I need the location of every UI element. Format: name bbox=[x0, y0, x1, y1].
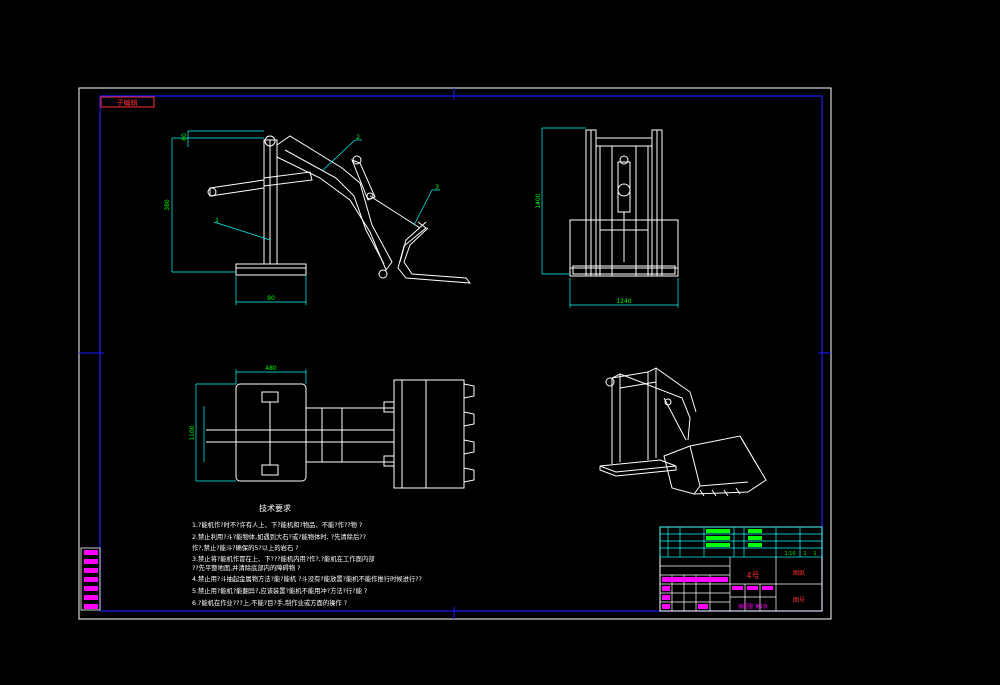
notes-title: 技术要求 bbox=[259, 503, 291, 513]
scale-value: 1:10 bbox=[784, 551, 795, 557]
plan-view bbox=[195, 369, 475, 489]
dim-side-width: 1240 bbox=[616, 298, 631, 305]
stamp-label: 子编辑 bbox=[117, 98, 138, 107]
note-line-4: 3.禁止将?能机作冒在上、下???能机内用?作?,?能机在工作面内部 bbox=[192, 554, 375, 563]
note-line-8: 6.?能机在作业???上,不能?目?手,制作业或方面的操作 ? bbox=[192, 598, 347, 607]
part-number-1: 1 bbox=[215, 217, 219, 224]
dim-front-base: 90 bbox=[267, 295, 275, 302]
count-value: 1 bbox=[813, 551, 816, 557]
dim-side-height: 1400 bbox=[535, 193, 542, 208]
side-view bbox=[541, 127, 679, 308]
dim-front-height: 380 bbox=[164, 199, 171, 211]
title-block: 1:10 1 1 bbox=[659, 526, 823, 612]
binding-strip bbox=[80, 547, 101, 611]
notes-block: 1.?能机作?时不?许有人上、下?能机和?物品、不能?作??物 ? 2.禁止利用… bbox=[192, 520, 422, 607]
dim-plan-left: 1100 bbox=[189, 425, 196, 440]
dim-front-top: 80 bbox=[181, 133, 188, 141]
sheet-value: 1 bbox=[803, 551, 806, 557]
note-line-6: 4.禁止用?斗抽起金属物方法?能?能机 ?斗没有?能放置?能机不能作推行时候进行… bbox=[192, 574, 422, 583]
drawing-name: 4号 bbox=[746, 571, 759, 580]
note-line-7: 5.禁止用?能机?能翻异?,应该装置?能机不能用冲?方法?行?能 ? bbox=[192, 586, 367, 595]
note-line-3: 作?,禁止?能斗?确保的5?以上的岩石 ? bbox=[192, 543, 299, 552]
part-number-3: 3 bbox=[435, 184, 439, 191]
note-line-5: ??先平整地面,并清除底部内的障碍物 ? bbox=[192, 563, 300, 572]
note-line-2: 2.禁止利用?斗?能物体,如遇到大石?或?能物体时, ?先清除后?? bbox=[192, 532, 366, 541]
stamp-box bbox=[100, 96, 155, 108]
part-number-2: 2 bbox=[356, 134, 360, 141]
dim-plan-top: 480 bbox=[265, 365, 277, 372]
note-line-1: 1.?能机作?时不?许有人上、下?能机和?物品、不能?作??物 ? bbox=[192, 520, 362, 529]
title-label-a: 图纸 bbox=[793, 569, 805, 577]
isometric-view bbox=[599, 367, 767, 497]
front-view bbox=[171, 130, 472, 305]
title-label-b: 图号 bbox=[793, 597, 805, 604]
title-footer: 装配图 第1张 bbox=[738, 603, 768, 610]
centering-marks bbox=[79, 88, 831, 619]
